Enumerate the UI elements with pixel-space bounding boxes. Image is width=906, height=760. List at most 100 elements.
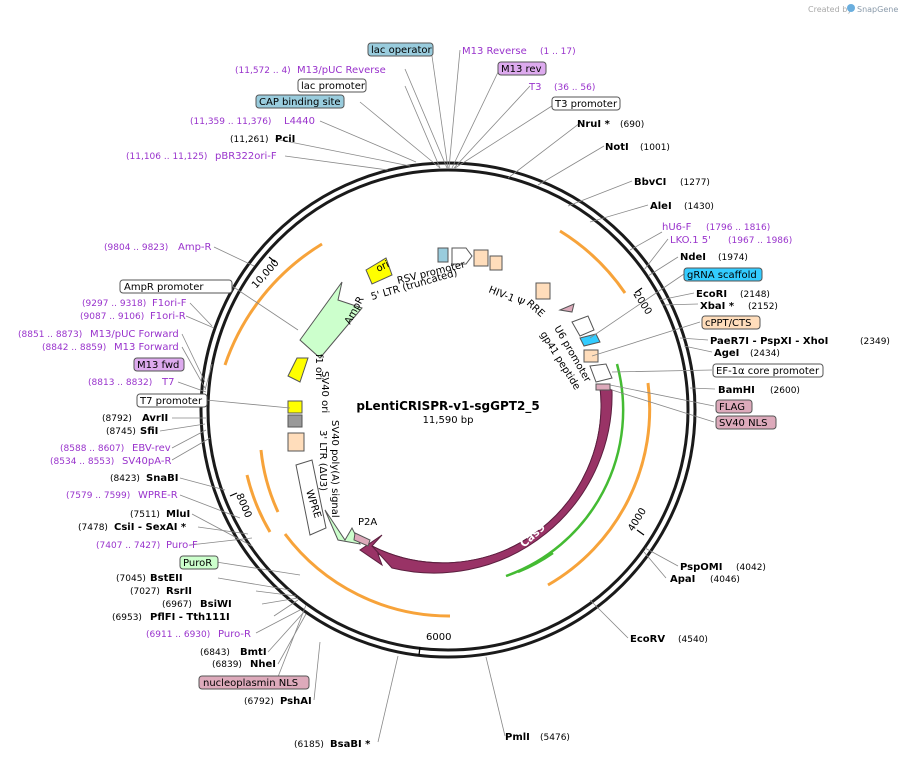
pmli-label: PmlI <box>505 732 530 743</box>
leader-m13pucrev <box>404 68 448 169</box>
t7-promoter-box <box>136 393 208 408</box>
f1ori-f-coord: (9297 .. 9318) <box>82 299 146 309</box>
ruler-tick-10000 <box>268 256 276 263</box>
puro-r-label: Puro-R <box>218 629 251 640</box>
green-arc-2 <box>517 551 554 574</box>
hu6f-label: hU6-F <box>662 222 692 233</box>
t7-label: T7 <box>161 377 174 388</box>
ndei-label: NdeI <box>680 252 706 263</box>
leader-rsrii <box>255 590 297 597</box>
avrii-label: AvrII <box>142 413 168 424</box>
leader-bbvci <box>567 180 633 207</box>
3-ltr-label: 3' LTR (ΔU3) <box>317 430 328 491</box>
lac-promoter-label: lac promoter <box>301 81 366 92</box>
ampr-feature <box>299 281 363 359</box>
leader-pspomi <box>644 547 679 567</box>
flag-inner-feature <box>595 383 611 391</box>
m13fwd-box <box>133 357 185 372</box>
sv40nls-label: SV40 NLS <box>719 418 768 429</box>
leader-bsteii <box>217 577 291 591</box>
cppt-inner-feature <box>583 349 599 363</box>
t3-coord: (36 .. 56) <box>554 83 595 93</box>
ef1a-box <box>712 363 824 378</box>
m13pucfwd-label: M13/pUC Forward <box>90 329 179 340</box>
ruler-tick-2000 <box>634 287 643 294</box>
lko1-label: LKO.1 5' <box>670 235 711 246</box>
bsiwi-label: BsiWI <box>200 599 232 610</box>
leader-ndei <box>647 256 679 277</box>
leader-bsabi <box>377 655 399 743</box>
ruler-tick-8000 <box>229 492 238 497</box>
green-arc-1 <box>505 363 625 578</box>
m13fwd-label: M13 fwd <box>137 360 179 371</box>
orf-arc-right <box>547 382 652 587</box>
leader-sv40pa-r <box>171 437 211 461</box>
t7-coord: (8813 .. 8832) <box>88 378 152 388</box>
agei-label: AgeI <box>714 348 739 359</box>
orf-arc-left-1 <box>259 449 280 513</box>
ef1a-label: EF-1α core promoter <box>716 366 820 377</box>
m13rev-box <box>497 61 547 76</box>
t3-promoter-box <box>551 96 621 111</box>
puror-box <box>179 555 219 570</box>
ampr-primer-label: Amp-R <box>178 242 212 253</box>
nhei-coord: (6839) <box>212 660 242 670</box>
leader-flag <box>609 384 715 407</box>
ori-feature <box>365 257 393 285</box>
leader-ampr-promoter <box>231 285 299 331</box>
pbr322-coord: (11,106 .. 11,125) <box>126 152 207 162</box>
leader-hu6f <box>629 231 663 251</box>
f1-ori-label: f1 ori <box>313 354 324 380</box>
leader-bmti <box>267 611 305 653</box>
grna-inner-feature <box>579 333 601 347</box>
nucleoplasmin-box <box>198 675 310 690</box>
f1ori-r-label: F1ori-R <box>150 311 186 322</box>
rsrii-coord: (7027) <box>130 587 160 597</box>
ecori-coord: (2148) <box>740 290 770 300</box>
leader-m13fwd-primer <box>181 346 206 389</box>
bmti-coord: (6843) <box>200 648 230 658</box>
leader-f1ori-r <box>185 315 215 329</box>
cas9-body <box>371 386 613 574</box>
cppt-box <box>701 315 761 330</box>
ruler-label-6000: 6000 <box>426 632 451 643</box>
lko1-coord: (1967 .. 1986) <box>728 236 792 246</box>
leader-puro-f <box>189 537 253 546</box>
wpre-feature <box>295 459 327 536</box>
sv40pa-r-coord: (8534 .. 8553) <box>50 457 114 467</box>
hiv-psi-label: HIV-1 Ψ <box>487 285 526 309</box>
pcii-coord: (11,261) <box>230 135 269 145</box>
plasmid-backbone <box>199 161 697 659</box>
puror-label: PuroR <box>183 558 212 569</box>
pspomi-coord: (4042) <box>736 563 766 573</box>
leader-xbai <box>661 303 699 306</box>
agei-coord: (2434) <box>750 349 780 359</box>
sv40nls-box <box>715 415 777 430</box>
f1ori-r-coord: (9087 .. 9106) <box>80 312 144 322</box>
pshai-label: PshAI <box>280 696 312 707</box>
t3-promoter-label: T3 promoter <box>554 99 618 110</box>
rsv-feature <box>451 247 473 265</box>
leader-m13pucfwd <box>181 333 206 383</box>
l4440-coord: (11,359 .. 11,376) <box>190 117 271 127</box>
leader-pshai <box>313 641 321 701</box>
backbone-inner <box>206 168 690 652</box>
ori-label: ori <box>375 259 391 274</box>
leader-puro-r <box>255 609 301 634</box>
leader-cap <box>359 101 441 169</box>
mlui-label: MluI <box>166 509 190 520</box>
ampr-primer-coord: (9804 .. 9823) <box>104 243 168 253</box>
nrui-coord: (690) <box>620 120 644 130</box>
leader-pcii <box>274 138 411 167</box>
cap-label: CAP binding site <box>259 97 341 108</box>
pmli-coord: (5476) <box>540 733 570 743</box>
leader-ampr-primer <box>213 246 255 267</box>
sv40pa-r-label: SV40pA-R <box>122 456 171 467</box>
t3-label: T3 <box>528 82 541 93</box>
ecorv-coord: (4540) <box>678 635 708 645</box>
leader-noti <box>537 145 605 186</box>
f1ori-f-label: F1ori-F <box>152 298 187 309</box>
leader-grna <box>589 273 685 339</box>
